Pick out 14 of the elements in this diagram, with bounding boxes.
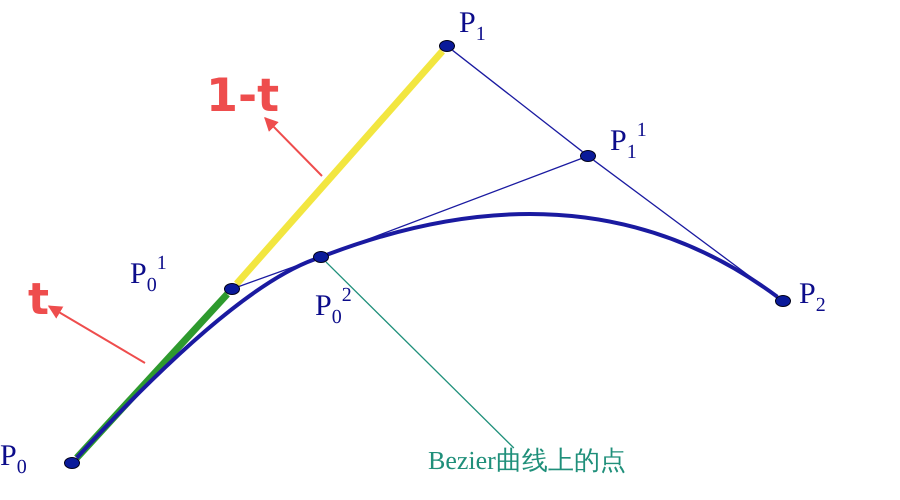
annotation-text: Bezier曲线上的点 xyxy=(428,448,626,474)
point-label: P$_{0}$ xyxy=(0,441,27,477)
leader-line xyxy=(326,261,514,448)
bezier-curve xyxy=(326,212,779,298)
point-label: P$_{2}$ xyxy=(799,279,826,315)
parameter-label: t xyxy=(28,278,50,322)
pointer-arrow xyxy=(48,305,146,364)
line-segment xyxy=(452,50,583,152)
pointer-arrow xyxy=(264,117,323,177)
bezier-curve xyxy=(75,258,316,460)
line-segment xyxy=(74,292,230,460)
point-label: P$_{1}$ xyxy=(459,8,486,44)
line-segment xyxy=(234,48,445,286)
parameter-label: 1-t xyxy=(206,72,280,118)
